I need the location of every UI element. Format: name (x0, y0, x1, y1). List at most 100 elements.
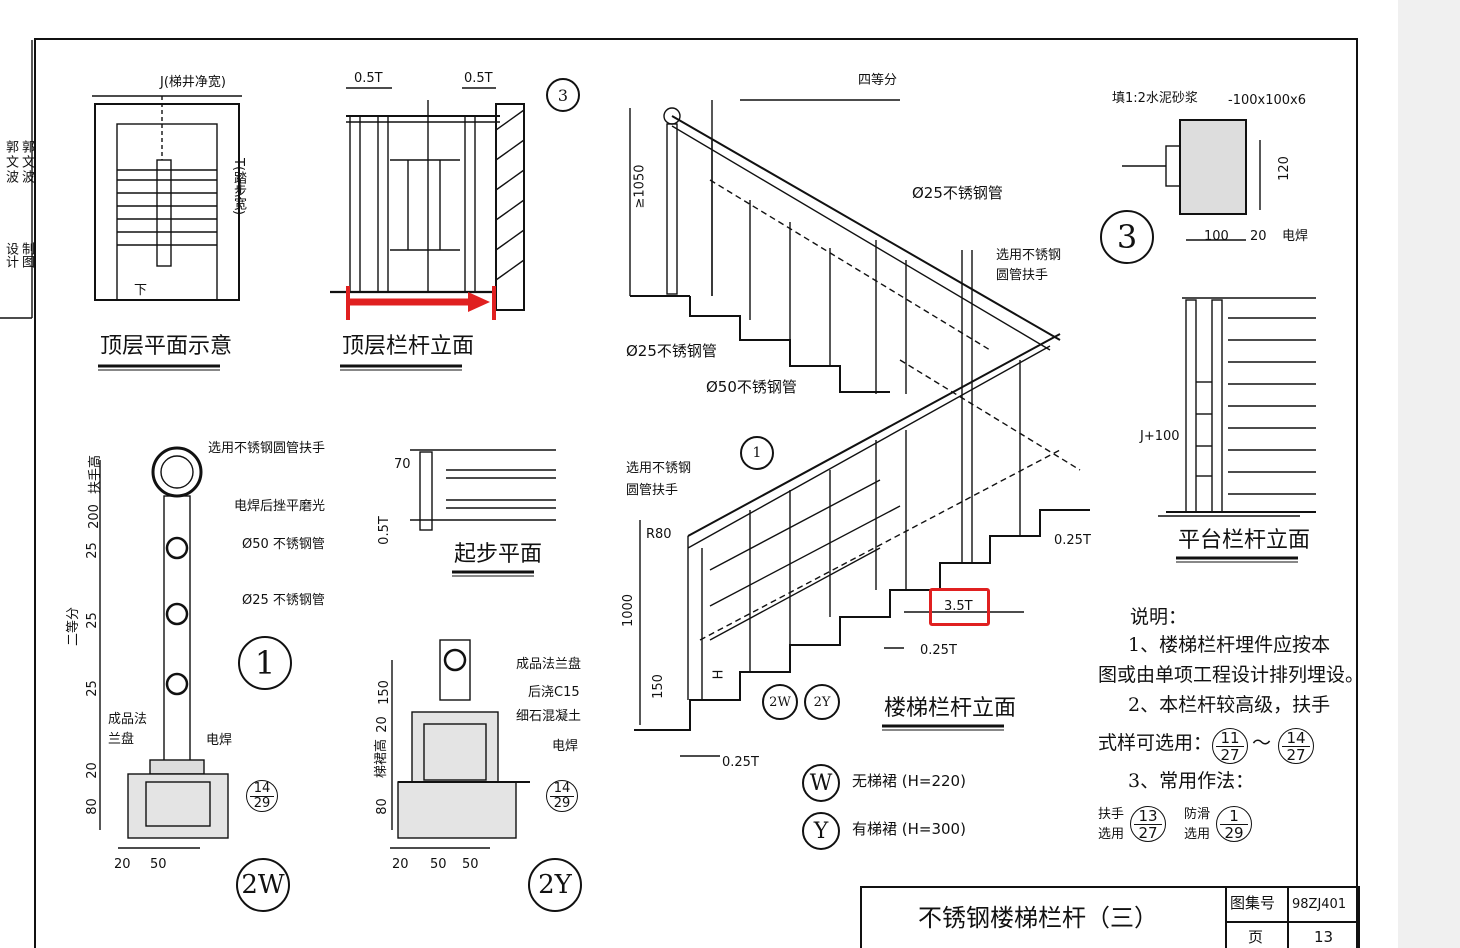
dim-35t: 3.5T (944, 599, 973, 614)
d1-w20: 20 (114, 857, 131, 872)
start-plan-title: 起步平面 (454, 542, 543, 567)
d1-halves: 二等分 (66, 606, 82, 647)
d2-w20: 20 (392, 857, 409, 872)
note2-sep: ～ (1252, 732, 1272, 754)
d1-flange: 成品法兰盘 (108, 712, 148, 747)
platform-drawing (1158, 297, 1316, 517)
side-name-2: 郭文波 (19, 140, 34, 185)
sheet-title: 不锈钢楼梯栏杆（三） (918, 904, 1158, 932)
page-label: 页 (1248, 928, 1264, 946)
note3-hand2: 选用 (1098, 827, 1125, 842)
legend-y-circle: Y (802, 812, 840, 850)
detail1-drawing (99, 446, 229, 849)
notes-heading: 说明： (1130, 606, 1188, 628)
d2-pour: 后浇C15 (528, 685, 580, 700)
dim-highlight-box (929, 588, 990, 626)
d2-concrete: 细石混凝土 (516, 709, 582, 724)
h150-label: 150 (650, 674, 666, 699)
j-label: J(梯井净宽) (160, 75, 226, 90)
title-block (860, 886, 1360, 948)
dim-025t-c: 0.25T (722, 755, 759, 770)
handrail-b-label: 选用不锈钢圆管扶手 (626, 461, 692, 498)
detail2y-id-circle: 2Y (528, 858, 582, 912)
atlas-label: 图集号 (1230, 894, 1276, 912)
top-rail-title: 顶层栏杆立面 (342, 334, 475, 359)
d1-w50: 50 (150, 857, 167, 872)
pipe25-label: Ø25不锈钢管 (912, 184, 1003, 202)
top-plan-drawing (92, 95, 242, 301)
min-height-label: ≥1050 (632, 164, 648, 209)
h1000-label: 1000 (621, 593, 637, 628)
note-1a: 1、楼梯栏杆埋件应按本 (1128, 634, 1331, 656)
t-label: T(踏步宽) (231, 158, 246, 216)
d2-w50b: 50 (462, 857, 479, 872)
plate-label: -100x100x6 (1228, 93, 1306, 108)
drawing-sheet: 郭文波 郭文波 设计 制图 J(梯井净宽) T(踏步宽) 下 顶层平面示意 0.… (0, 0, 1398, 948)
detail2w-id-circle: 2W (236, 858, 290, 912)
dim-05t: 0.5T (376, 516, 392, 545)
pipe50-label: Ø50不锈钢管 (706, 378, 797, 396)
d2-weld: 电焊 (552, 739, 579, 754)
start-plan-drawing (410, 449, 556, 531)
d2-w50a: 50 (430, 857, 447, 872)
dim-025t-b: 0.25T (920, 643, 957, 658)
atlas-no: 98ZJ401 (1292, 897, 1347, 912)
note-2a: 2、本栏杆较高级，扶手 (1128, 694, 1331, 716)
dim-100: 100 (1204, 229, 1229, 244)
d1-d25a: 25 (84, 542, 100, 559)
d2-d20: 20 (374, 716, 390, 733)
d1-weld: 电焊 (206, 733, 233, 748)
d1-d20: 20 (84, 762, 100, 779)
note3-hand: 扶手 (1098, 807, 1125, 822)
fill-label: 填1:2水泥砂浆 (1112, 91, 1198, 106)
top-rail-drawing (330, 87, 525, 311)
d1-polish: 电焊后挫平磨光 (234, 499, 326, 514)
d1-handrail: 选用不锈钢圆管扶手 (208, 441, 326, 456)
quarter-label: 四等分 (858, 73, 898, 88)
page-no: 13 (1314, 928, 1334, 946)
down-label: 下 (134, 283, 148, 298)
ref-2y-circle: 2Y (804, 684, 840, 720)
top-rail-dim-a: 0.5T (354, 71, 383, 86)
dim-70: 70 (394, 457, 411, 472)
side-label-drawing: 制图 (19, 242, 34, 268)
note-3: 3、常用作法： (1128, 770, 1255, 792)
j100-label: J+100 (1140, 429, 1180, 444)
handrail-label: 选用不锈钢圆管扶手 (996, 248, 1062, 283)
legend-w-text: 无梯裙 (H=220) (852, 772, 966, 790)
stair-rail-title: 楼梯栏杆立面 (884, 696, 1017, 721)
ref-1-circle: 1 (740, 436, 774, 470)
platform-title: 平台栏杆立面 (1178, 528, 1311, 553)
dim-20: 20 (1250, 229, 1267, 244)
top-rail-dim-b: 0.5T (464, 71, 493, 86)
r80-label: R80 (646, 527, 672, 542)
d2-d150: 150 (376, 680, 392, 705)
note-1b: 图或由单项工程设计排列埋设。 (1098, 664, 1365, 686)
detail2y-drawing (390, 639, 530, 849)
note3-slip2: 选用 (1184, 827, 1211, 842)
detail1-id-circle: 1 (238, 636, 292, 690)
d1-pipe50: Ø50 不锈钢管 (242, 537, 325, 552)
ref-2w-circle: 2W (762, 684, 798, 720)
detail3-id-circle: 3 (1100, 210, 1154, 264)
side-label-design: 设计 (3, 242, 18, 268)
d1-rail-h: 扶手高 (88, 454, 104, 495)
title-block-lines (1225, 886, 1358, 948)
d1-d25b: 25 (84, 612, 100, 629)
side-name-1: 郭文波 (3, 140, 18, 185)
dim-025t-a: 0.25T (1054, 533, 1091, 548)
stair-rail-drawing (629, 99, 1090, 757)
dim-120: 120 (1276, 156, 1292, 181)
top-plan-title: 顶层平面示意 (100, 334, 233, 359)
d2-flange: 成品法兰盘 (516, 657, 582, 672)
title-underlines (98, 364, 1298, 731)
detail3-drawing (1122, 119, 1261, 241)
note3-slip: 防滑 (1184, 807, 1211, 822)
d2-skirt: 梯裙高 (374, 738, 390, 779)
